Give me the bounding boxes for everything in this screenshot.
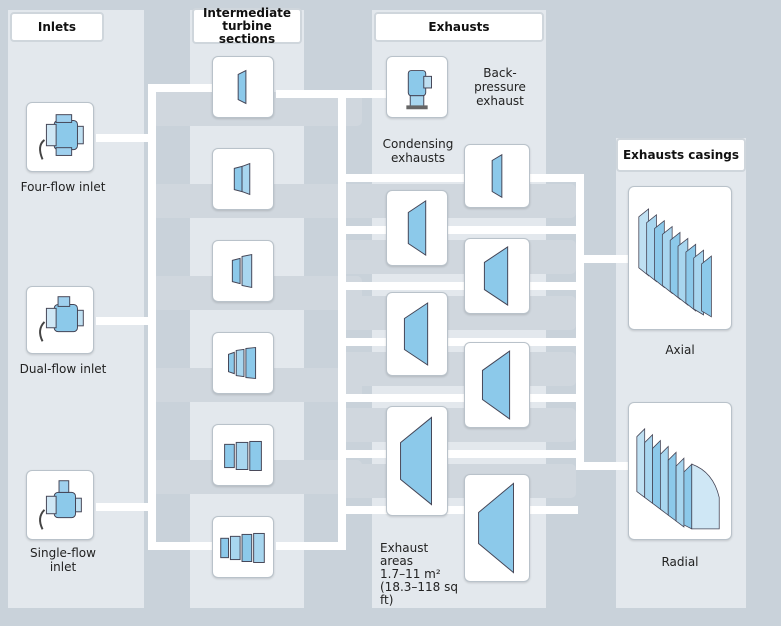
- dual-flow-inlet-box: [26, 286, 94, 354]
- dual-flow-inlet-icon: [39, 296, 84, 342]
- single-flow-inlet-line2: inlet: [49, 560, 77, 574]
- connector: [338, 226, 578, 234]
- connector: [148, 84, 156, 546]
- back-pressure-line2: pressure: [474, 80, 526, 94]
- condensing-line2: exhausts: [390, 151, 446, 165]
- condensing-exhaust-7: [464, 474, 530, 582]
- condensing-exhaust-1: [464, 144, 530, 208]
- radial-casing-box: [628, 402, 732, 540]
- intermediate-section-5: [212, 424, 274, 486]
- intermediate-section-1: [212, 56, 274, 118]
- connector: [338, 450, 578, 458]
- header-exhaust-casings: Exhausts casings: [616, 138, 746, 172]
- band: [340, 408, 576, 442]
- back-pressure-exhaust-label: Back- pressure exhaust: [470, 66, 530, 108]
- header-exhausts-label: Exhausts: [428, 19, 490, 34]
- intermediate-section-3: [212, 240, 274, 302]
- single-flow-inlet-line1: Single-flow: [30, 546, 96, 560]
- radial-casing-icon: [636, 427, 720, 530]
- connector: [338, 90, 346, 550]
- axial-label: Axial: [665, 343, 695, 357]
- header-intermediate: Intermediate turbine sections: [192, 5, 302, 46]
- connector: [148, 542, 212, 550]
- connector: [576, 255, 630, 263]
- condensing-exhausts-label: Condensing exhausts: [376, 137, 460, 165]
- header-exhausts: Exhausts: [374, 12, 544, 42]
- header-intermediate-line2: turbine sections: [218, 18, 276, 46]
- axial-casing-box: [628, 186, 732, 330]
- condensing-exhaust-5: [464, 342, 530, 428]
- connector: [576, 462, 630, 470]
- header-exhaust-casings-label: Exhausts casings: [622, 147, 740, 162]
- header-inlets-label: Inlets: [37, 19, 77, 34]
- four-flow-inlet-box: [26, 102, 94, 172]
- exhaust-areas-line4: (18.3–118 sq ft): [380, 580, 458, 607]
- four-flow-inlet-icon: [39, 114, 84, 160]
- radial-label: Radial: [661, 555, 699, 569]
- condensing-exhaust-6: [386, 406, 448, 516]
- connector: [148, 84, 212, 92]
- axial-casing-icon: [638, 208, 712, 318]
- connector: [96, 317, 152, 325]
- connector: [338, 394, 578, 402]
- single-flow-inlet-label: Single-flow inlet: [8, 546, 118, 574]
- connector: [276, 90, 388, 98]
- connector: [338, 338, 578, 346]
- connector: [96, 503, 152, 511]
- condensing-exhaust-2: [386, 190, 448, 266]
- band: [340, 296, 576, 330]
- back-pressure-exhaust-icon: [406, 70, 432, 110]
- header-inlets: Inlets: [10, 12, 104, 42]
- band: [340, 464, 576, 498]
- exhaust-areas-line1: Exhaust: [380, 541, 429, 555]
- connector: [338, 282, 578, 290]
- connector: [338, 174, 578, 182]
- single-flow-inlet-box: [26, 470, 94, 540]
- band: [340, 184, 576, 218]
- intermediate-section-2: [212, 148, 274, 210]
- back-pressure-line3: exhaust: [476, 94, 524, 108]
- header-intermediate-line1: Intermediate: [202, 5, 292, 20]
- intermediate-section-6: [212, 516, 274, 578]
- condensing-exhaust-3: [464, 238, 530, 314]
- four-flow-inlet-label: Four-flow inlet: [20, 180, 106, 194]
- connector: [338, 506, 578, 514]
- condensing-line1: Condensing: [382, 137, 454, 151]
- band: [340, 352, 576, 386]
- connector: [96, 134, 152, 142]
- band: [340, 240, 576, 274]
- back-pressure-exhaust-box: [386, 56, 448, 118]
- connector: [276, 542, 346, 550]
- connector: [576, 174, 584, 470]
- exhaust-areas-label: Exhaust areas 1.7–11 m² (18.3–118 sq ft): [380, 542, 470, 607]
- single-flow-inlet-icon: [39, 480, 82, 530]
- exhaust-areas-line2: areas: [380, 554, 414, 568]
- condensing-exhaust-4: [386, 292, 448, 376]
- back-pressure-line1: Back-: [483, 66, 517, 80]
- exhaust-areas-line3: 1.7–11 m²: [380, 567, 441, 581]
- intermediate-section-4: [212, 332, 274, 394]
- dual-flow-inlet-label: Dual-flow inlet: [19, 362, 107, 376]
